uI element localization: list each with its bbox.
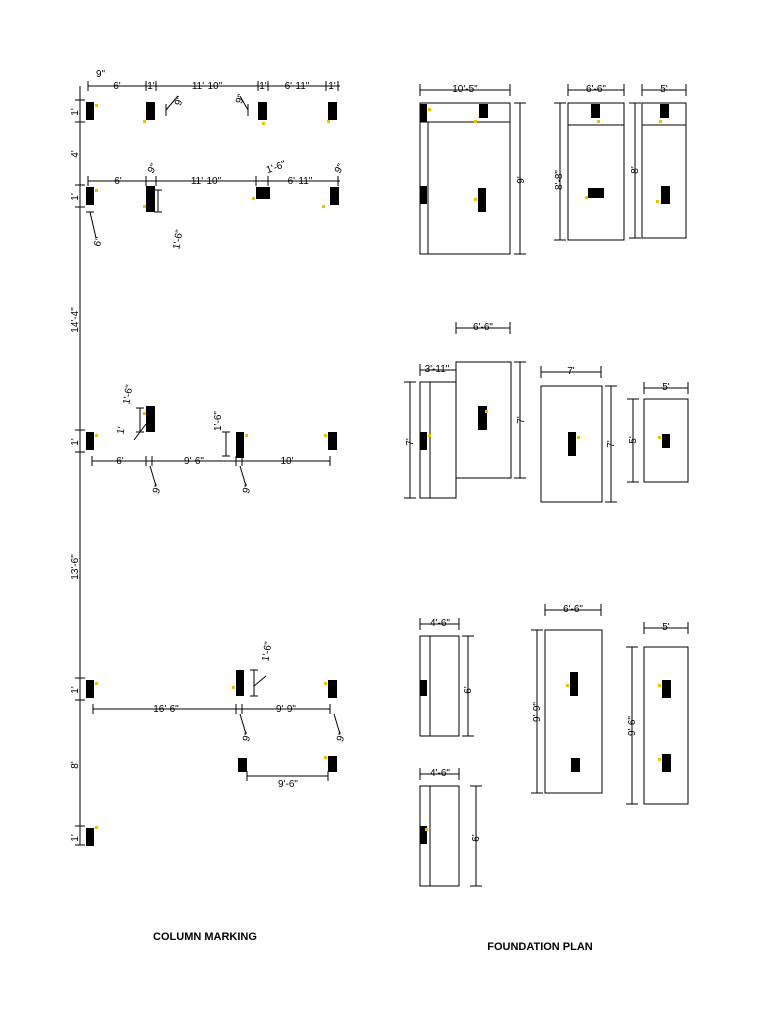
- column: [86, 187, 94, 205]
- column-marking-title: COLUMN MARKING: [153, 931, 257, 943]
- column: [328, 432, 337, 450]
- dim-label: 1': [259, 81, 267, 92]
- dim-label: 8': [630, 166, 641, 174]
- column: [328, 756, 337, 772]
- dim-label: 6': [116, 456, 124, 467]
- left-dim: 13'-6": [70, 554, 81, 580]
- column: [146, 186, 155, 212]
- column: [238, 758, 247, 772]
- left-dim: 4': [70, 150, 81, 158]
- left-dim: 14'-4": [70, 307, 81, 333]
- dim-label: 6'-6": [473, 322, 493, 333]
- dim-label: 1'-6": [260, 640, 274, 662]
- dim-label: 6'-6": [586, 84, 606, 95]
- dim-label: 9": [96, 69, 106, 80]
- dim-label: 3'-11": [425, 364, 450, 375]
- dim-label: 1'-6": [213, 411, 224, 431]
- column: [258, 102, 267, 120]
- foundation-plan-title: FOUNDATION PLAN: [487, 941, 593, 953]
- column: [86, 432, 94, 450]
- dim-label: 9": [234, 93, 248, 106]
- dim-label: 16'-6": [153, 704, 179, 715]
- column: [86, 102, 94, 120]
- dim-label: 9": [333, 162, 347, 176]
- left-dim: 1': [70, 834, 81, 842]
- column: [256, 187, 270, 199]
- dim-label: 9": [241, 483, 255, 496]
- left-dim: 1': [70, 686, 81, 694]
- dim-label: 5': [662, 622, 670, 633]
- dim-label: 9": [146, 162, 160, 176]
- dim-label: 5': [660, 84, 668, 95]
- left-dim: 8': [70, 761, 81, 769]
- column: [328, 102, 337, 120]
- dim-label: 9": [173, 95, 187, 108]
- column: [146, 102, 155, 120]
- dim-label: 7': [606, 440, 617, 448]
- dim-label: 1': [115, 426, 127, 435]
- dim-label: 11'-10": [192, 81, 223, 92]
- column: [330, 187, 339, 205]
- dim-label: 9'-9": [532, 702, 543, 722]
- dim-label: 9': [516, 176, 527, 184]
- dim-label: 6'-11": [285, 81, 310, 92]
- dim-label: 1'-6": [121, 383, 135, 405]
- dim-label: 4'-6": [430, 618, 450, 629]
- column-marking: 1' 4' 1' 14'-4" 1' 13'-6" 1' 8' 1' 9" 6'…: [70, 69, 349, 943]
- left-dim: 1': [70, 193, 81, 201]
- footing: 7' 7': [540, 366, 617, 503]
- dim-label: 1'-6": [265, 159, 288, 176]
- column: [236, 670, 244, 696]
- dim-label: 9'-6": [627, 716, 638, 736]
- dim-label: 1': [147, 81, 155, 92]
- footing: 3'-11" 7': [404, 364, 457, 499]
- dim-label: 6': [463, 686, 474, 694]
- footing: 4'-6" 6': [419, 618, 474, 737]
- footing: 4'-6" 6': [419, 768, 482, 887]
- dim-label: 9": [335, 731, 349, 744]
- column: [146, 406, 155, 432]
- dim-label: 7': [516, 416, 527, 424]
- dim-label: 6': [113, 81, 121, 92]
- dim-label: 11'-10": [191, 176, 222, 187]
- left-dim: 1': [70, 108, 81, 116]
- dim-label: 4'-6": [430, 768, 450, 779]
- dim-label: 6': [471, 834, 482, 842]
- dim-label: 6": [92, 236, 106, 249]
- footing: 6'-6" 8'-8": [554, 84, 625, 241]
- dim-label: 6'-6": [563, 604, 583, 615]
- dim-label: 9'-6": [278, 779, 298, 790]
- column: [236, 432, 244, 458]
- footing: 5' 8': [629, 84, 687, 239]
- dim-label: 7': [405, 438, 416, 446]
- footing: 6'-6" 9'-9": [531, 604, 603, 794]
- column: [86, 828, 94, 846]
- dim-label: 5': [662, 382, 670, 393]
- dim-label: 9": [151, 483, 165, 496]
- dim-label: 1': [328, 81, 336, 92]
- dim-label: 5': [628, 436, 639, 444]
- left-dim: 1': [70, 438, 81, 446]
- dim-label: 1'-6": [171, 228, 185, 250]
- dim-label: 9": [241, 731, 255, 744]
- dim-label: 10'-5": [452, 84, 478, 95]
- dim-label: 6'-11": [288, 176, 313, 187]
- footing: 5' 9'-6": [626, 622, 689, 805]
- dim-label: 10': [280, 456, 293, 467]
- footing: 10'-5" 9': [419, 84, 527, 255]
- footing: 5' 5': [627, 382, 689, 483]
- footing: 6'-6" 7': [455, 322, 527, 479]
- dim-label: 8'-8": [554, 170, 565, 190]
- dim-label: 9'-9": [276, 704, 296, 715]
- dim-label: 9'-6": [184, 456, 204, 467]
- column: [86, 680, 94, 698]
- column: [328, 680, 337, 698]
- foundation-plan: 10'-5" 9' 6'-6": [404, 84, 689, 953]
- dim-label: 7': [567, 366, 575, 377]
- dim-label: 6': [114, 176, 122, 187]
